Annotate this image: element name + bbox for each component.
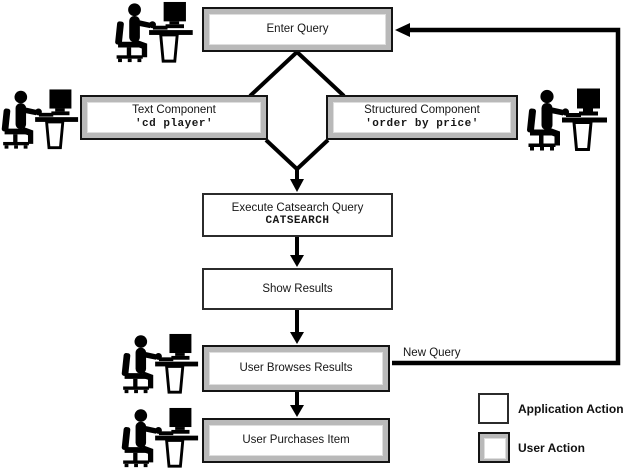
node-text-component: Text Component'cd player' [80, 95, 268, 140]
arrowhead-to-enter-query [395, 23, 410, 37]
edge-enterquery-to-text [248, 50, 299, 98]
legend-label-user-action: User Action [518, 441, 585, 455]
node-user-purchases-item: User Purchases Item [202, 418, 390, 463]
user-at-computer-icon [0, 87, 80, 153]
node-label: Text Component [132, 104, 216, 117]
node-code: CATSEARCH [265, 215, 330, 228]
legend-swatch-application-action [478, 393, 509, 424]
node-code: 'cd player' [134, 117, 214, 130]
edge-enterquery-to-structured [295, 50, 346, 98]
node-label: User Browses Results [239, 362, 353, 375]
node-user-browses-results: User Browses Results [202, 345, 390, 392]
edge-structured-to-merge [294, 138, 330, 172]
node-show-results: Show Results [202, 268, 393, 310]
node-code: 'order by price' [365, 117, 479, 130]
legend-label-application-action: Application Action [518, 402, 624, 416]
user-at-computer-icon [116, 407, 200, 470]
user-at-computer-icon [521, 87, 609, 154]
arrowhead-to-execute [290, 179, 304, 192]
new-query-edge-label: New Query [403, 347, 461, 359]
node-structured-component: Structured Component'order by price' [326, 95, 518, 140]
edge-new-query-loop [392, 27, 621, 366]
legend-swatch-user-action [478, 432, 510, 463]
node-label: Execute Catsearch Query [231, 201, 364, 214]
node-enter-query: Enter Query [202, 7, 393, 52]
user-at-computer-icon [108, 1, 196, 65]
arrowhead-to-browses [290, 332, 304, 344]
arrowhead-to-show-results [290, 255, 304, 267]
edge-text-to-merge [264, 138, 300, 172]
node-label: Show Results [262, 282, 333, 295]
node-label: Enter Query [266, 23, 329, 36]
user-at-computer-icon [116, 332, 200, 397]
node-label: User Purchases Item [242, 434, 350, 447]
arrowhead-to-purchases [290, 405, 304, 417]
node-label: Structured Component [364, 104, 480, 117]
